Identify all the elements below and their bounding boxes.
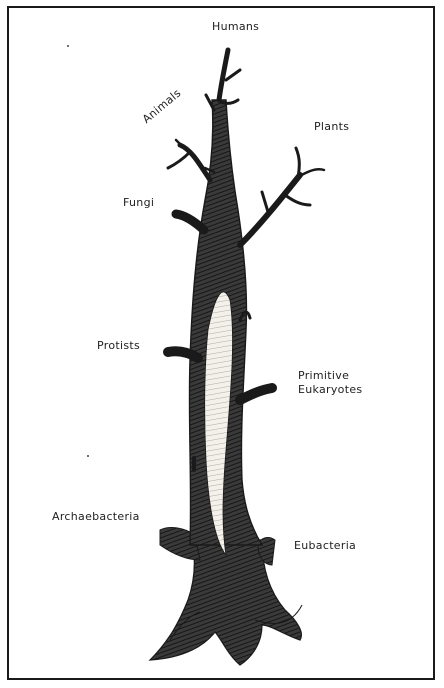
label-plants: Plants xyxy=(314,120,349,134)
label-fungi: Fungi xyxy=(123,196,154,210)
tree-roots xyxy=(150,528,302,665)
label-protists: Protists xyxy=(97,339,140,353)
label-eubacteria: Eubacteria xyxy=(294,539,356,553)
label-primitive-eukaryotes: Primitive Eukaryotes xyxy=(298,369,362,397)
label-humans: Humans xyxy=(212,20,259,34)
label-archaebacteria: Archaebacteria xyxy=(52,510,140,524)
print-speck xyxy=(67,45,69,47)
print-speck xyxy=(87,455,89,457)
